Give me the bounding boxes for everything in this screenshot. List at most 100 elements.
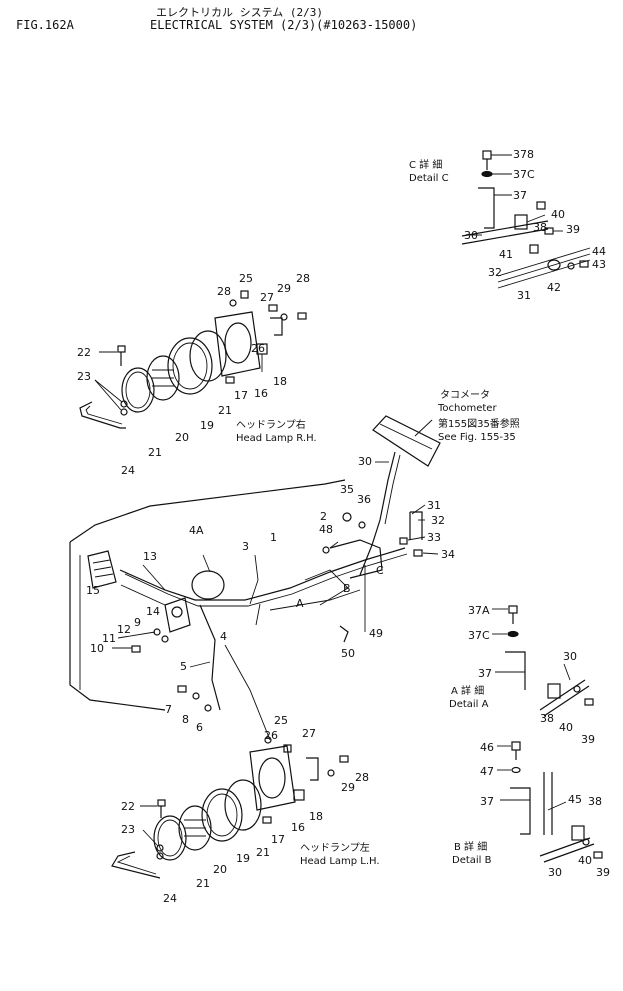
tachometer-cable-icon [379,423,433,450]
bracket-icon [270,317,283,336]
relay-box-icon [164,597,191,633]
callout-40: 40 [578,854,592,867]
callout-25: 25 [274,714,288,727]
detail-b-caption-jp: B 詳 細 [454,840,487,853]
head-lamp-rh-caption: Head Lamp R.H. [236,433,317,444]
callout-34: 34 [441,548,455,561]
callout-21: 21 [148,446,162,459]
clip-icon [339,625,349,643]
callout-31: 31 [427,499,441,512]
washer-icon [582,838,590,846]
callout-30: 30 [464,229,478,242]
callout-30: 30 [358,455,372,468]
callout-38: 38 [588,795,602,808]
clamp-icon [547,683,561,699]
callout-38: 38 [540,712,554,725]
callout-19: 19 [236,852,250,865]
leader-line [120,584,166,606]
bolt-head-icon [262,816,272,824]
screw-head-icon [157,799,166,807]
callout-28: 28 [355,771,369,784]
washer-icon [342,512,352,522]
lamp-guard-icon [111,851,161,879]
callout-10: 10 [90,642,104,655]
callout-11: 11 [102,632,116,645]
washer-icon [161,635,169,643]
lamp-rim-inner-icon [206,793,238,837]
callout-2: 2 [320,510,327,523]
callout-25: 25 [239,272,253,285]
lamp-ring-icon [189,330,227,382]
detail-c-caption-jp: C 詳 細 [409,158,442,171]
cable-clip-icon [547,259,561,271]
callout-32: 32 [488,266,502,279]
bolt-head-icon [579,260,589,268]
washer-icon [156,844,164,852]
bolt-head-icon [339,755,349,763]
main-harness-group: 30 35 36 31 2 32 48 33 34 4A 3 1 13 C A … [69,451,455,741]
work-lamp-icon [191,570,225,600]
washer-icon [229,299,237,307]
see-figure-caption-jp: 第155図35番参照 [438,417,520,430]
callout-28: 28 [217,285,231,298]
bolt-head-icon [508,605,518,614]
washer-icon [567,262,575,270]
lamp-ring-icon [224,779,262,831]
callout-27: 27 [302,727,316,740]
lamp-ring-inner-icon [157,819,183,857]
tachometer-group: タコメータ Tochometer 第155図35番参照 See Fig. 155… [372,389,520,467]
rod-icon [461,220,549,245]
bracket-icon [510,787,531,835]
callout-8: 8 [182,713,189,726]
callout-c: C [376,564,384,577]
callout-31: 31 [517,289,531,302]
bracket-icon [409,511,423,540]
callout-23: 23 [77,370,91,383]
lamp-guard-icon [116,855,157,875]
wiring-harness-line [119,547,406,601]
washer-icon [120,408,128,416]
washer-icon [120,400,128,408]
bolt-head-icon [399,537,408,545]
callout-21: 21 [218,404,232,417]
callout-40: 40 [551,208,565,221]
clamp-nut-icon [536,201,546,210]
nut-icon [283,744,292,753]
callout-36: 36 [357,493,371,506]
callout-20: 20 [213,863,227,876]
washer-icon [192,692,200,700]
leader-line [414,419,433,437]
callout-21: 21 [196,877,210,890]
leader-line [202,554,211,573]
lamp-rim-icon [167,337,213,395]
tachometer-cable-icon [372,415,441,467]
detail-a-group: 37A 37C 30 37 38 40 39 A 詳 細 Detail A [449,604,595,746]
lamp-mounting-plate-icon [214,311,261,377]
callout-37b: 378 [513,148,534,161]
bolt-head-icon [297,312,307,320]
callout-a: A [296,597,304,610]
detail-a-caption-jp: A 詳 細 [451,684,484,697]
callout-39: 39 [566,223,580,236]
bracket-icon [306,757,319,781]
callout-27: 27 [260,291,274,304]
clip-icon [204,704,212,712]
rod-icon [543,772,553,835]
callout-26: 26 [264,729,278,742]
bracket-small-icon [268,304,278,312]
callout-42: 42 [547,281,561,294]
callout-3: 3 [242,540,249,553]
head-lamp-rh-caption-jp: ヘッドランプ右 [236,418,306,431]
callout-17: 17 [234,389,248,402]
callout-28: 28 [296,272,310,285]
bolt-head-icon [413,549,423,557]
bracket-icon [478,187,495,229]
detail-c-caption: Detail C [409,173,449,184]
callout-43: 43 [592,258,606,271]
callout-15: 15 [86,584,100,597]
lamp-rim-inner-icon [172,342,208,390]
tachometer-drive-cable-line [359,451,396,576]
callout-4a: 4A [189,524,204,537]
